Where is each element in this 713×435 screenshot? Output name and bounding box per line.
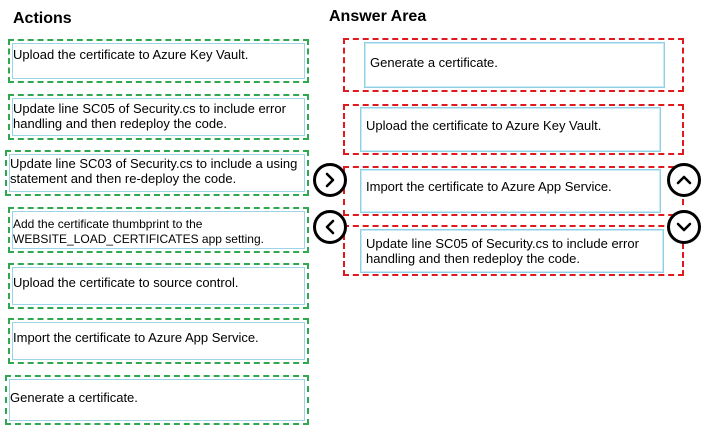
chevron-right-icon	[325, 172, 335, 188]
action-item-label: Upload the certificate to source control…	[13, 275, 239, 290]
answer-slot-2[interactable]	[343, 104, 684, 155]
move-right-button[interactable]	[313, 163, 347, 197]
answer-item-label: Update line SC05 of Security.cs to inclu…	[366, 236, 639, 266]
actions-heading: Actions	[13, 10, 72, 27]
answer-item-label: Generate a certificate.	[370, 55, 498, 70]
answer-item-import-app-service[interactable]: Import the certificate to Azure App Serv…	[360, 169, 661, 213]
answer-item-label: Upload the certificate to Azure Key Vaul…	[366, 118, 602, 133]
action-item-import-app-service[interactable]: Import the certificate to Azure App Serv…	[8, 318, 309, 364]
action-item-label: Generate a certificate.	[10, 390, 138, 405]
chevron-up-icon	[676, 175, 692, 185]
action-item-update-sc05[interactable]: Update line SC05 of Security.cs to inclu…	[8, 94, 309, 140]
answer-item-label: Import the certificate to Azure App Serv…	[366, 179, 612, 194]
answer-item-generate-certificate[interactable]: Generate a certificate.	[364, 42, 665, 88]
action-item-update-sc03[interactable]: Update line SC03 of Security.cs to inclu…	[5, 150, 309, 196]
action-item-generate-certificate[interactable]: Generate a certificate.	[5, 375, 309, 425]
answer-item-update-sc05[interactable]: Update line SC05 of Security.cs to inclu…	[360, 229, 664, 273]
chevron-down-icon	[676, 222, 692, 232]
action-item-label: Upload the certificate to Azure Key Vaul…	[13, 47, 249, 62]
action-item-label: Update line SC03 of Security.cs to inclu…	[10, 156, 298, 186]
answer-item-upload-key-vault[interactable]: Upload the certificate to Azure Key Vaul…	[360, 107, 661, 152]
action-item-label: Add the certificate thumbprint to the WE…	[13, 217, 264, 246]
action-item-upload-source-control[interactable]: Upload the certificate to source control…	[8, 263, 309, 309]
answer-slot-4[interactable]	[343, 225, 684, 276]
action-item-label: Import the certificate to Azure App Serv…	[13, 330, 259, 345]
move-down-button[interactable]	[667, 210, 701, 244]
action-item-label: Update line SC05 of Security.cs to inclu…	[13, 101, 286, 131]
answer-slot-1[interactable]	[343, 38, 684, 92]
action-item-add-thumbprint[interactable]: Add the certificate thumbprint to the WE…	[8, 207, 309, 253]
move-left-button[interactable]	[313, 210, 347, 244]
answer-area-heading: Answer Area	[329, 8, 427, 25]
move-up-button[interactable]	[667, 163, 701, 197]
action-item-upload-key-vault[interactable]: Upload the certificate to Azure Key Vaul…	[8, 39, 309, 83]
chevron-left-icon	[325, 219, 335, 235]
